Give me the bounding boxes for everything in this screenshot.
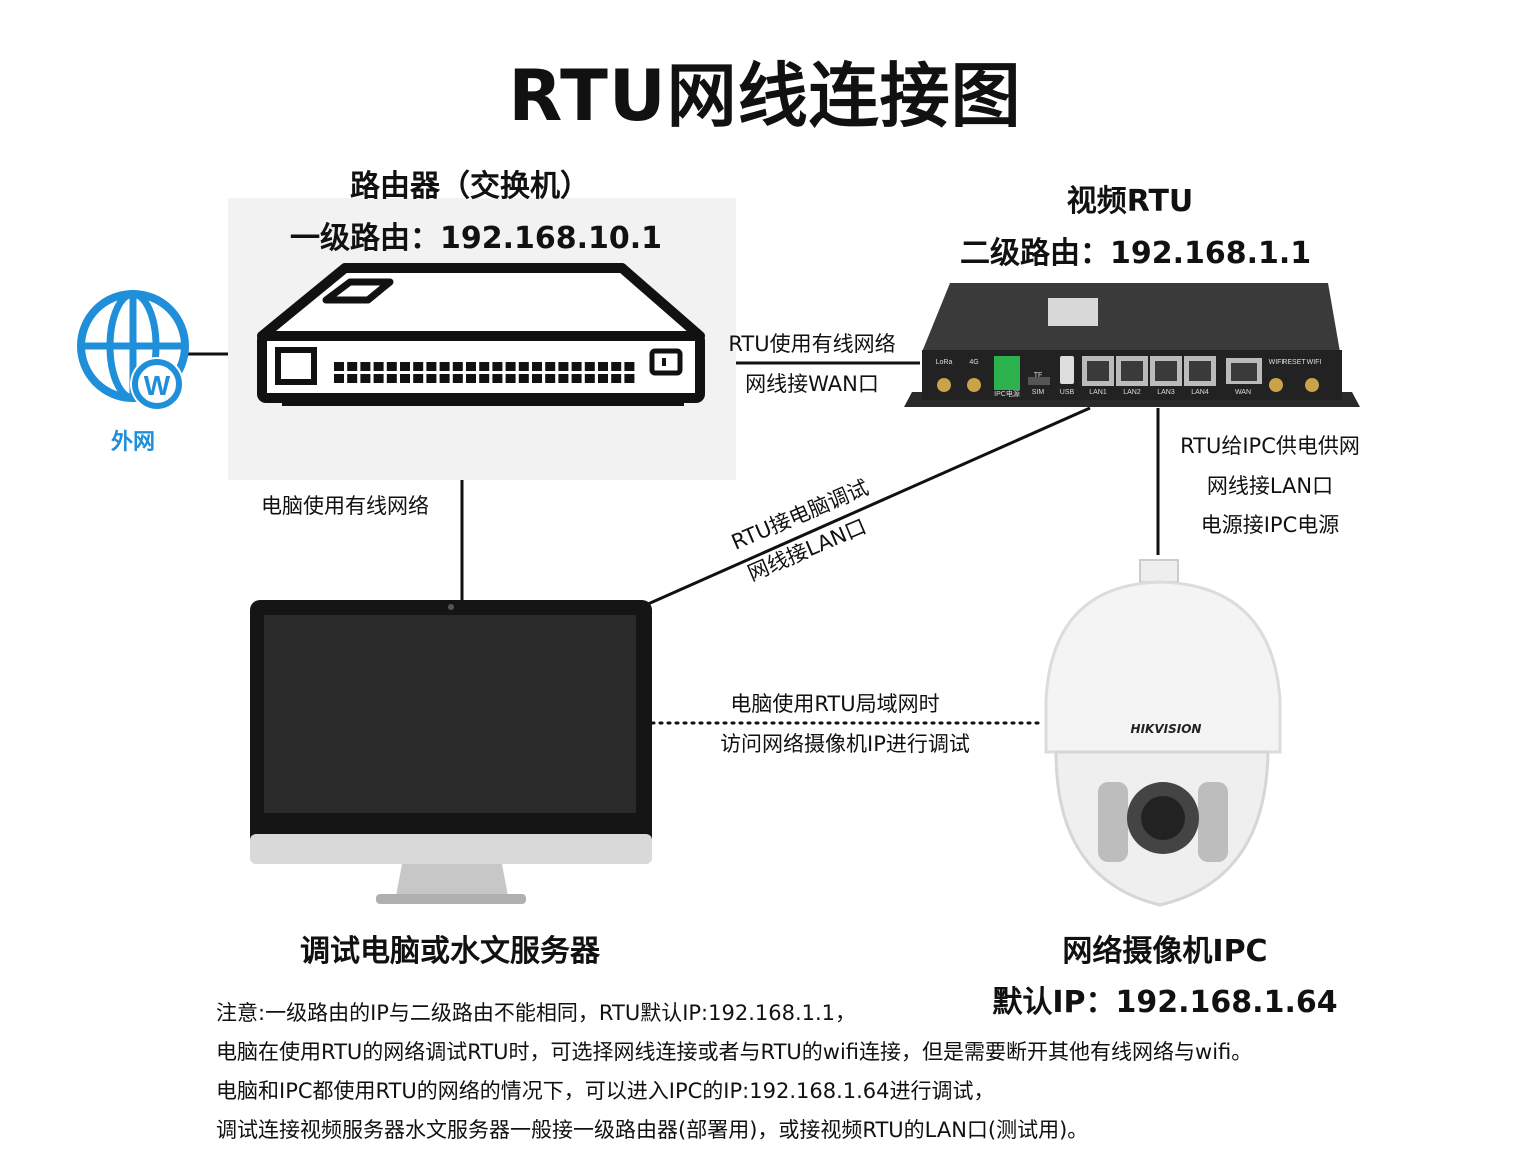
- svg-text:W: W: [144, 370, 171, 401]
- page-title: RTU网线连接图: [508, 55, 1022, 137]
- rtu-image: [904, 283, 1360, 407]
- note-line-1: 注意:一级路由的IP与二级路由不能相同，RTU默认IP:192.168.1.1，: [216, 1001, 857, 1025]
- link-router-rtu-label-1: RTU使用有线网络: [728, 332, 896, 356]
- link-router-rtu-label-2: 网线接WAN口: [745, 372, 879, 396]
- rtu-port-label: SIM: [1031, 389, 1045, 396]
- router-name: 路由器（交换机）: [350, 169, 590, 204]
- link-rtu-ipc-label-2: 网线接LAN口: [1206, 474, 1334, 498]
- link-rtu-ipc-label-3: 电源接IPC电源: [1200, 513, 1340, 537]
- internet-label: 外网: [110, 430, 155, 455]
- rtu-port-label: WIFI: [1306, 359, 1322, 366]
- note-line-3: 电脑和IPC都使用RTU的网络的情况下，可以进入IPC的IP:192.168.1…: [216, 1079, 995, 1103]
- link-rtu-pc: [647, 406, 1091, 606]
- note-line-4: 调试连接视频服务器水文服务器一般接一级路由器(部署用)，或接视频RTU的LAN口…: [216, 1118, 1089, 1142]
- router-route: 一级路由：192.168.10.1: [290, 221, 663, 256]
- rtu-port-label: LAN1: [1089, 389, 1107, 396]
- rtu-port-label: LoRa: [935, 359, 953, 366]
- rtu-port-label: WIFI: [1268, 359, 1284, 366]
- rtu-port-label: TF: [1033, 372, 1043, 379]
- link-pc-ipc-label-2: 访问网络摄像机IP进行调试: [720, 732, 970, 756]
- rtu-port-label: WAN: [1234, 389, 1252, 396]
- rtu-port-label: LAN4: [1191, 389, 1209, 396]
- rtu-port-label: 4G: [969, 359, 979, 366]
- ptz-camera-image: [1044, 559, 1282, 907]
- link-router-pc-label: 电脑使用有线网络: [261, 494, 429, 518]
- rtu-port-label: LAN2: [1123, 389, 1141, 396]
- router-image: [228, 198, 736, 480]
- rtu-route: 二级路由：192.168.1.1: [960, 236, 1312, 271]
- computer-name: 调试电脑或水文服务器: [300, 934, 600, 969]
- rtu-port-label: RESET: [1282, 359, 1306, 366]
- camera-ip: 默认IP：192.168.1.64: [992, 985, 1338, 1020]
- link-rtu-ipc-label-1: RTU给IPC供电供网: [1180, 434, 1360, 458]
- rtu-port-label: LAN3: [1157, 389, 1175, 396]
- globe-icon: W: [77, 290, 189, 411]
- notes-block: 注意:一级路由的IP与二级路由不能相同，RTU默认IP:192.168.1.1，…: [216, 994, 1252, 1150]
- computer-image: [250, 600, 652, 904]
- link-pc-ipc-label-1: 电脑使用RTU局域网时: [730, 692, 940, 716]
- note-line-2: 电脑在使用RTU的网络调试RTU时，可选择网线连接或者与RTU的wifi连接，但…: [216, 1040, 1253, 1064]
- camera-brand-logo: HIKVISION: [1130, 722, 1202, 736]
- rtu-name: 视频RTU: [1066, 184, 1194, 219]
- rtu-port-label: IPC电源: [994, 391, 1020, 398]
- rtu-port-label: USB: [1059, 389, 1075, 396]
- camera-name: 网络摄像机IPC: [1062, 934, 1268, 969]
